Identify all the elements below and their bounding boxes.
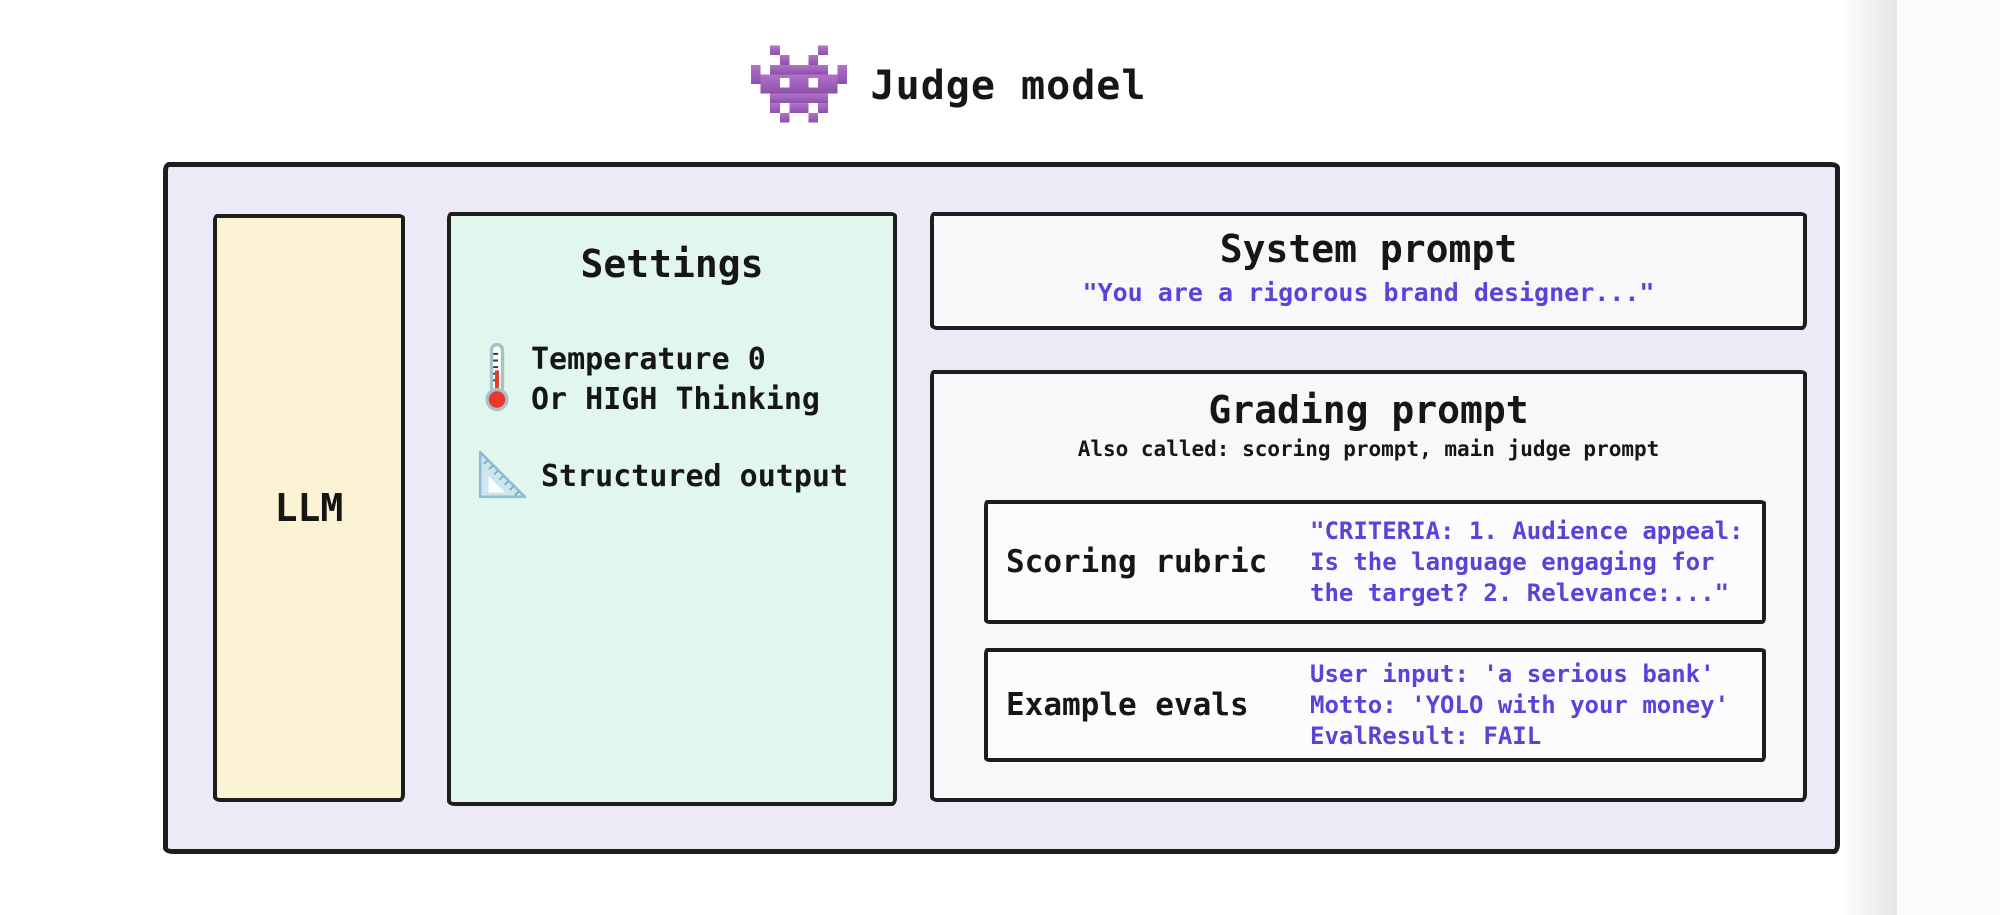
- thermometer-icon: [475, 338, 519, 420]
- page-edge-shadow: [1841, 0, 1897, 915]
- alien-invader-icon: [750, 42, 847, 130]
- example-evals-label: Example evals: [1006, 687, 1249, 723]
- setting-temperature-text: Temperature 0 Or HIGH Thinking: [531, 342, 820, 417]
- triangle-ruler-icon: [475, 448, 529, 506]
- diagram-title-row: Judge model: [0, 36, 1897, 136]
- page-title: Judge model: [870, 63, 1147, 109]
- grading-prompt-box: Grading prompt Also called: scoring prom…: [930, 370, 1807, 802]
- example-evals-text: User input: 'a serious bank' Motto: 'YOL…: [1310, 659, 1730, 750]
- settings-box: Settings Temperature 0: [447, 212, 897, 806]
- page-right-margin: [1897, 0, 2000, 915]
- system-prompt-box: System prompt "You are a rigorous brand …: [930, 212, 1807, 330]
- setting-structured-output: Structured output: [475, 448, 848, 506]
- llm-box: LLM: [213, 214, 405, 802]
- scoring-rubric-text: "CRITERIA: 1. Audience appeal: Is the la…: [1310, 516, 1744, 607]
- judge-model-container: LLM Settings Tem: [163, 162, 1840, 854]
- llm-label: LLM: [274, 486, 344, 530]
- scoring-rubric-label: Scoring rubric: [1006, 544, 1268, 580]
- grading-prompt-subtitle: Also called: scoring prompt, main judge …: [1077, 437, 1660, 461]
- example-evals-box: Example evals User input: 'a serious ban…: [984, 648, 1766, 762]
- scoring-rubric-box: Scoring rubric "CRITERIA: 1. Audience ap…: [984, 500, 1766, 624]
- system-prompt-quote: "You are a rigorous brand designer...": [1082, 278, 1655, 307]
- settings-title: Settings: [580, 242, 764, 286]
- grading-prompt-title: Grading prompt: [1208, 388, 1529, 432]
- setting-temperature: Temperature 0 Or HIGH Thinking: [475, 338, 820, 420]
- setting-structured-output-text: Structured output: [541, 459, 849, 494]
- system-prompt-title: System prompt: [1219, 227, 1518, 271]
